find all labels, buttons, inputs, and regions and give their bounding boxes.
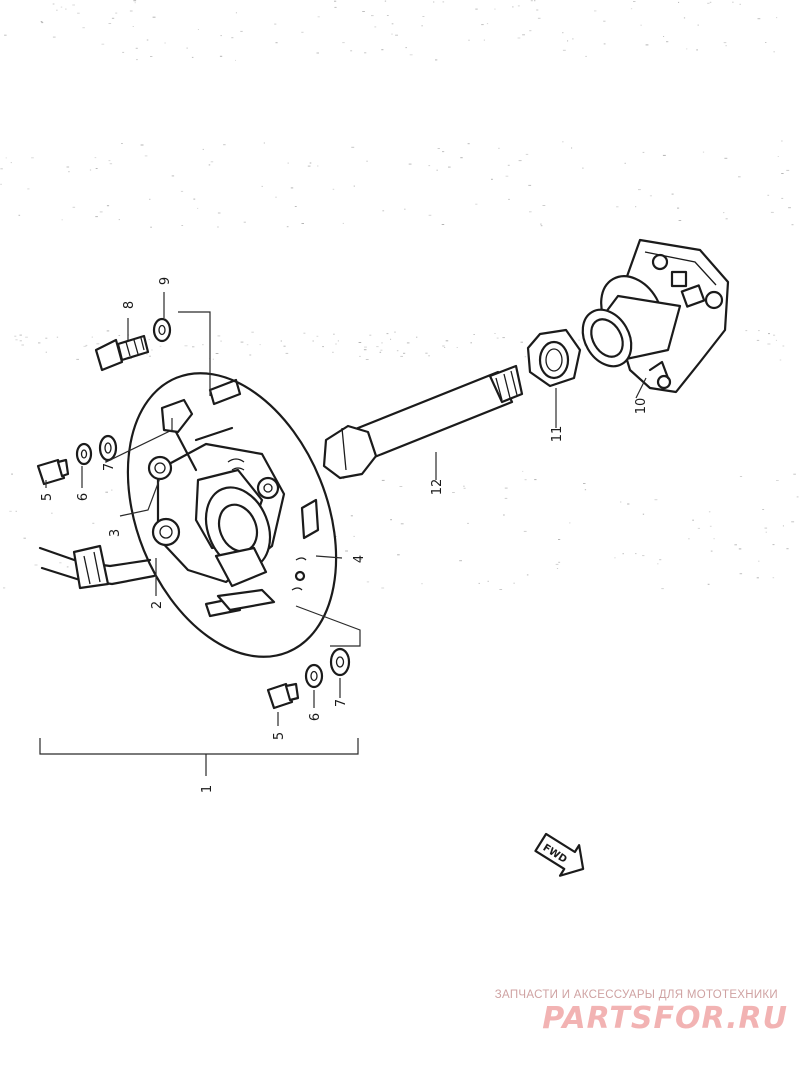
- part-12-shaft: [322, 364, 524, 480]
- part-5-screw-upper: [36, 458, 70, 486]
- scan-noise: [0, 0, 799, 590]
- part-5-screw-lower: [266, 682, 300, 710]
- callout-10: 10: [634, 398, 649, 415]
- callout-1: 1: [200, 785, 215, 793]
- leader-lines: [39, 292, 647, 776]
- callout-labels: 8 9 10 11 12 4 3 2 5 6 7 5 6 7 1: [40, 277, 649, 793]
- callout-2: 2: [150, 601, 165, 609]
- part-10-housing: [581, 238, 730, 394]
- callout-3: 3: [108, 529, 123, 537]
- callout-6-lower: 6: [308, 713, 323, 721]
- callout-12: 12: [430, 479, 445, 496]
- lead-wire: [38, 544, 156, 590]
- watermark-logo: PARTSFOR.RU: [542, 1001, 788, 1036]
- callout-5-upper: 5: [40, 493, 55, 501]
- callout-4: 4: [352, 555, 367, 563]
- part-7-washer-lower: [329, 647, 351, 677]
- part-9-washer: [152, 317, 172, 343]
- part-6-lockwasher-lower: [304, 663, 324, 689]
- callout-7-upper: 7: [102, 463, 117, 471]
- callout-11: 11: [550, 426, 565, 443]
- watermark: ЗАПЧАСТИ И АКСЕССУАРЫ ДЛЯ МОТОТЕХНИКИ PA…: [495, 989, 788, 1036]
- callout-7-lower: 7: [334, 699, 349, 707]
- watermark-tagline: ЗАПЧАСТИ И АКСЕССУАРЫ ДЛЯ МОТОТЕХНИКИ: [495, 989, 778, 1001]
- callout-9: 9: [158, 277, 173, 285]
- part-11-nut: [526, 328, 582, 388]
- part-7-washer-upper: [98, 434, 118, 462]
- callout-6-upper: 6: [76, 493, 91, 501]
- part-6-lockwasher-upper: [75, 442, 93, 466]
- callout-8: 8: [122, 301, 137, 309]
- fwd-arrow: FWD: [534, 832, 585, 877]
- callout-5-lower: 5: [272, 732, 287, 740]
- part-8-screw: [94, 334, 150, 372]
